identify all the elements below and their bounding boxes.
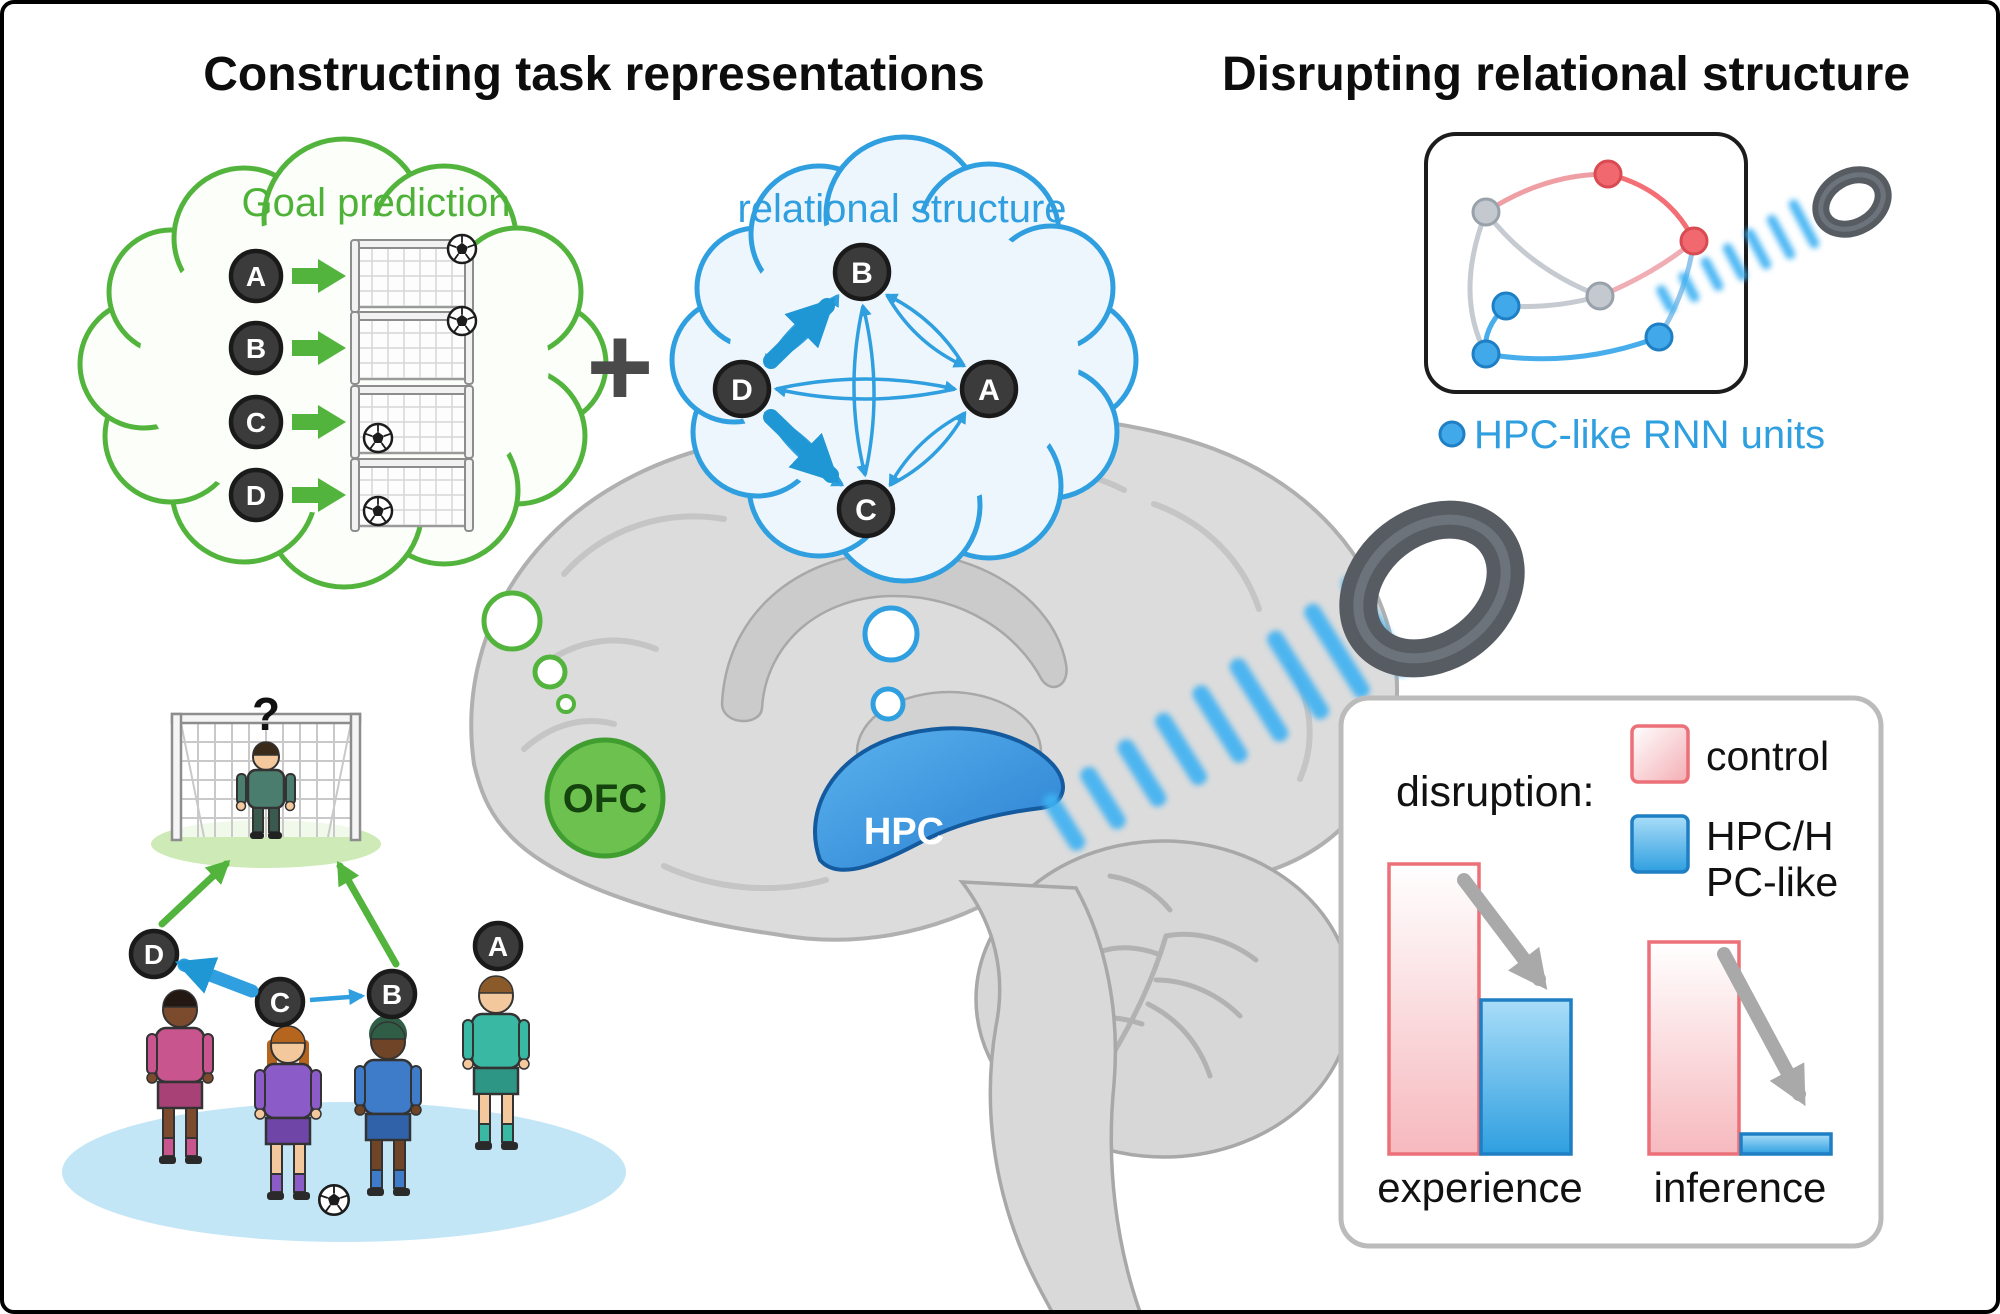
graph-nodes: B A C D — [712, 242, 1019, 539]
arrow-right-icon — [292, 405, 346, 439]
player-c — [254, 1025, 322, 1200]
hpc-shape — [813, 726, 1065, 872]
rnn-node-red — [1593, 159, 1623, 189]
ofc-region: OFC — [544, 737, 666, 859]
legend-swatch-control — [1630, 724, 1690, 784]
rnn-panel: HPC-like RNN units — [1424, 132, 1892, 457]
soccer-ball-icon — [317, 1183, 351, 1217]
goal-prediction-label: Goal prediction — [241, 181, 510, 225]
legend-swatch-hpc — [1630, 814, 1690, 874]
rnn-node-blue — [1491, 291, 1521, 321]
bar-chart: experience inference — [1377, 862, 1833, 1211]
shoot-arrow-d — [158, 859, 231, 928]
node-letter: A — [978, 374, 1000, 407]
soccer-ball-icon — [446, 233, 478, 265]
row-letter: B — [246, 333, 266, 364]
arrow-right-icon — [292, 331, 346, 365]
hpc-region: HPC — [813, 726, 1065, 872]
tms-coil-large-icon — [1339, 500, 1525, 678]
player-a — [462, 975, 530, 1150]
arrow-right-icon — [292, 259, 346, 293]
player-label: C — [270, 987, 290, 1018]
thick-edge-d-c — [763, 409, 840, 484]
soccer-ball-icon — [362, 495, 394, 527]
player-b — [354, 1015, 422, 1196]
rnn-node-gray — [1585, 281, 1615, 311]
arrow-right-icon — [292, 478, 346, 512]
rnn-node-gray — [1471, 197, 1501, 227]
rnn-caption: HPC-like RNN units — [1474, 413, 1825, 457]
plus-sign: + — [586, 303, 653, 431]
brainstem — [958, 880, 1142, 1310]
shoot-arrow-b — [336, 860, 400, 968]
tms-coil-small-icon — [1812, 166, 1892, 238]
player-label: B — [382, 979, 402, 1010]
goal-prediction-row: C — [228, 384, 475, 460]
brain-illustration — [469, 411, 1400, 1310]
disruption-arrow-inference — [1717, 947, 1806, 1107]
x-label-experience: experience — [1377, 1164, 1582, 1211]
pass-arrow-c-to-b — [309, 988, 366, 1006]
thought-trail-ofc — [481, 590, 576, 714]
title-right: Disrupting relational structure — [1222, 48, 1910, 101]
bar-control-inference — [1647, 940, 1741, 1156]
rnn-node-blue — [1471, 339, 1501, 369]
player-label: D — [144, 939, 164, 970]
results-heading: disruption: — [1396, 768, 1594, 816]
ofc-label: OFC — [563, 777, 647, 821]
goal-prediction-row: A — [228, 233, 478, 314]
x-label-inference: inference — [1654, 1164, 1827, 1211]
goalkeeper — [235, 741, 296, 839]
graph-edges — [763, 293, 967, 488]
row-letter: C — [246, 407, 266, 438]
tms-beam-small — [1656, 199, 1820, 313]
node-letter: C — [855, 494, 877, 527]
row-letter: A — [246, 261, 266, 292]
goal-prediction-row: D — [228, 457, 475, 533]
rnn-unit-bullet-icon — [1438, 420, 1466, 448]
results-panel: disruption: control HPC/H PC-like experi… — [1338, 695, 1884, 1249]
bar-hpc-inference — [1739, 1132, 1833, 1156]
soccer-scene: ? — [62, 688, 626, 1242]
ofc-circle — [544, 737, 666, 859]
player-d — [146, 989, 214, 1164]
question-mark: ? — [252, 688, 280, 740]
rnn-network — [1467, 159, 1709, 369]
players-ground-ellipse — [62, 1102, 626, 1242]
soccer-ball-icon — [446, 305, 478, 337]
node-letter: B — [851, 257, 873, 290]
bar-hpc-experience — [1479, 998, 1573, 1156]
goal-prediction-cloud: Goal prediction A B C D — [77, 136, 609, 590]
row-letter: D — [246, 480, 266, 511]
relational-graph: B A C D — [712, 242, 1019, 539]
soccer-ball-icon — [362, 422, 394, 454]
player-labels: D C B A — [128, 920, 524, 1028]
thick-edge-d-b — [763, 297, 836, 369]
disruption-arrow-experience — [1457, 873, 1548, 990]
hpc-label: HPC — [864, 811, 944, 853]
bar-control-experience — [1387, 862, 1481, 1156]
node-letter: D — [731, 374, 753, 407]
corpus-callosum — [720, 550, 1068, 723]
player-label: A — [488, 931, 508, 962]
goal-prediction-row: B — [228, 305, 478, 386]
pass-arrow-c-to-d — [174, 957, 259, 998]
title-left: Constructing task representations — [203, 48, 985, 101]
rnn-node-red — [1679, 226, 1709, 256]
legend-label-hpc-line2: PC-like — [1706, 859, 1838, 905]
figure-canvas: OFC HPC Goal predictio — [62, 48, 1910, 1310]
tms-beam-large — [1042, 575, 1411, 851]
rnn-node-blue — [1644, 322, 1674, 352]
relational-structure-label: relational structure — [737, 187, 1066, 231]
relational-structure-cloud: relational structure B — [669, 134, 1139, 584]
legend-label-control: control — [1706, 733, 1829, 779]
legend-label-hpc-line1: HPC/H — [1706, 813, 1834, 859]
